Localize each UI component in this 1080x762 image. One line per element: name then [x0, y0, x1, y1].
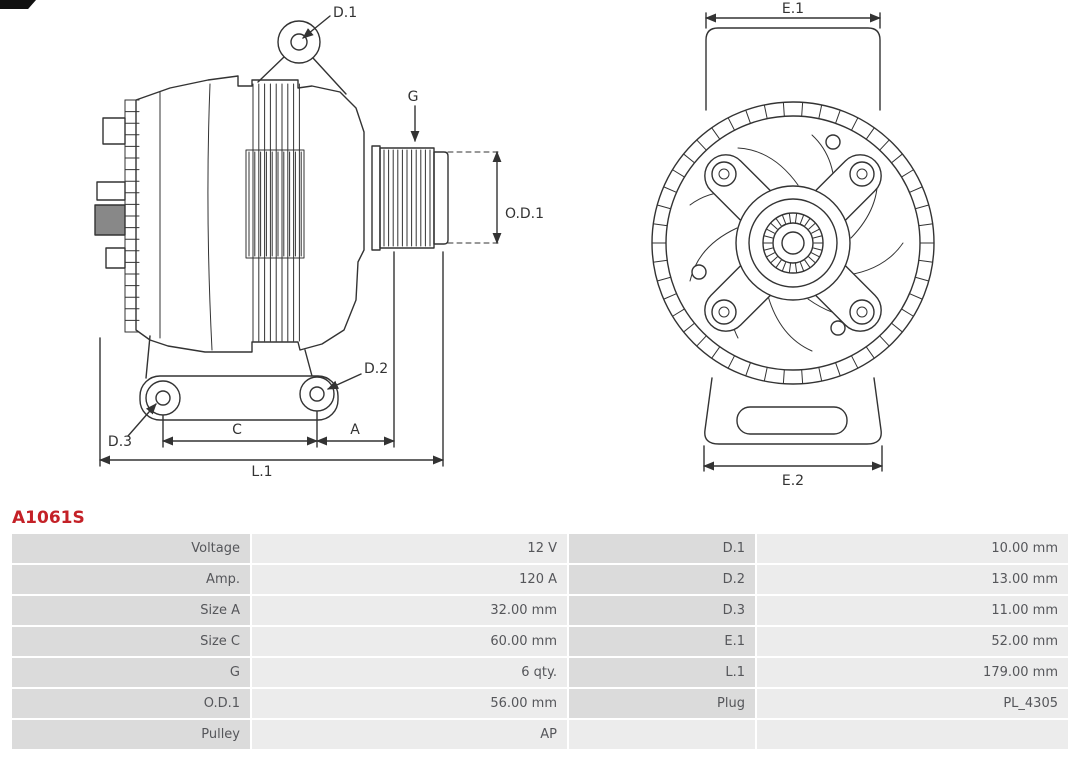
- spec-label-cell: O.D.1: [12, 689, 250, 719]
- housing-inner-edge: [665, 115, 921, 371]
- body-outline: [135, 75, 365, 353]
- mount-hole-right-outer: [299, 376, 335, 412]
- dim-label-e2: E.2: [782, 473, 804, 489]
- part-number: A1061S: [12, 508, 85, 528]
- dim-label-a: A: [350, 422, 360, 438]
- stator-ribs: [252, 83, 300, 342]
- spec-label-cell: D.1: [569, 534, 755, 564]
- spec-value-cell: 120 A: [252, 565, 567, 595]
- shaft-center-hole: [781, 231, 805, 255]
- dim-label-e1: E.1: [782, 1, 804, 17]
- spec-empty-cell: [569, 720, 755, 750]
- spec-table: Voltage 12 V D.1 10.00 mm Amp. 120 A D.2…: [10, 532, 1070, 751]
- mount-hole-left-inner: [155, 390, 171, 406]
- spec-row: Pulley AP: [12, 720, 1068, 750]
- spec-value-cell: 32.00 mm: [252, 596, 567, 626]
- spec-label-cell: E.1: [569, 627, 755, 657]
- ear-hole-outer: [277, 20, 321, 64]
- spec-label-cell: Size C: [12, 627, 250, 657]
- spec-label-cell: Pulley: [12, 720, 250, 750]
- spec-label-cell: Voltage: [12, 534, 250, 564]
- dim-label-c: C: [232, 422, 242, 438]
- spec-value-cell: 13.00 mm: [757, 565, 1068, 595]
- top-bracket: [705, 27, 881, 111]
- spec-row: O.D.1 56.00 mm Plug PL_4305: [12, 689, 1068, 719]
- spec-value-cell: 12 V: [252, 534, 567, 564]
- bolt-hole: [825, 134, 841, 150]
- dim-label-l1: L.1: [251, 464, 272, 480]
- spec-empty-cell: [757, 720, 1068, 750]
- dim-label-d1: D.1: [333, 5, 357, 21]
- rotor-laminations: [248, 151, 302, 257]
- spec-label-cell: D.3: [569, 596, 755, 626]
- spec-row: Size C 60.00 mm E.1 52.00 mm: [12, 627, 1068, 657]
- spec-value-cell: 10.00 mm: [757, 534, 1068, 564]
- spec-value-cell: PL_4305: [757, 689, 1068, 719]
- spec-value-cell: 52.00 mm: [757, 627, 1068, 657]
- dim-label-g: G: [408, 89, 419, 105]
- spec-row: G 6 qty. L.1 179.00 mm: [12, 658, 1068, 688]
- dim-label-d2: D.2: [364, 361, 388, 377]
- technical-diagram: D.1 G O.D.1 D.2 D.3 C A L.1: [94, 1, 935, 489]
- dim-label-od1: O.D.1: [505, 206, 544, 222]
- bolt-hole: [691, 264, 707, 280]
- bolt-hole: [830, 320, 846, 336]
- shaft-knurl-inner: [772, 222, 814, 264]
- alternator-front-view: [651, 27, 935, 445]
- ear-hole-inner: [290, 33, 308, 51]
- logo-fragment: [0, 0, 36, 9]
- side-view-dimensions: [98, 15, 503, 467]
- mount-hole-right-inner: [309, 386, 325, 402]
- spec-value-cell: 179.00 mm: [757, 658, 1068, 688]
- arm-hole: [849, 299, 875, 325]
- spec-row: Size A 32.00 mm D.3 11.00 mm: [12, 596, 1068, 626]
- arm-hole: [711, 161, 737, 187]
- shaft-knurl-teeth: [763, 213, 823, 273]
- cooling-fins: [124, 99, 140, 333]
- alternator-side-view: [94, 20, 449, 421]
- spec-label-cell: Size A: [12, 596, 250, 626]
- spec-label-cell: G: [12, 658, 250, 688]
- mounting-strap: [139, 375, 339, 421]
- spec-value-cell: 11.00 mm: [757, 596, 1068, 626]
- spec-value-cell: AP: [252, 720, 567, 750]
- pulley-flange: [371, 145, 381, 251]
- pulley-cap: [433, 151, 449, 245]
- arm-hole: [711, 299, 737, 325]
- spec-label-cell: Amp.: [12, 565, 250, 595]
- spec-value-cell: 60.00 mm: [252, 627, 567, 657]
- spec-label-cell: Plug: [569, 689, 755, 719]
- mount-hole-left-outer: [145, 380, 181, 416]
- spec-label-cell: D.2: [569, 565, 755, 595]
- pulley-face-mid: [748, 198, 838, 288]
- spec-row: Voltage 12 V D.1 10.00 mm: [12, 534, 1068, 564]
- spec-label-cell: L.1: [569, 658, 755, 688]
- dim-label-d3: D.3: [108, 434, 132, 450]
- spec-row: Amp. 120 A D.2 13.00 mm: [12, 565, 1068, 595]
- housing-teeth: [652, 102, 934, 384]
- spec-value-cell: 56.00 mm: [252, 689, 567, 719]
- spec-value-cell: 6 qty.: [252, 658, 567, 688]
- bottom-bracket: [704, 377, 882, 445]
- front-view-dimensions: [702, 12, 884, 472]
- arm-hole: [849, 161, 875, 187]
- pulley-grooves: [383, 149, 431, 247]
- bottom-slot: [736, 406, 848, 435]
